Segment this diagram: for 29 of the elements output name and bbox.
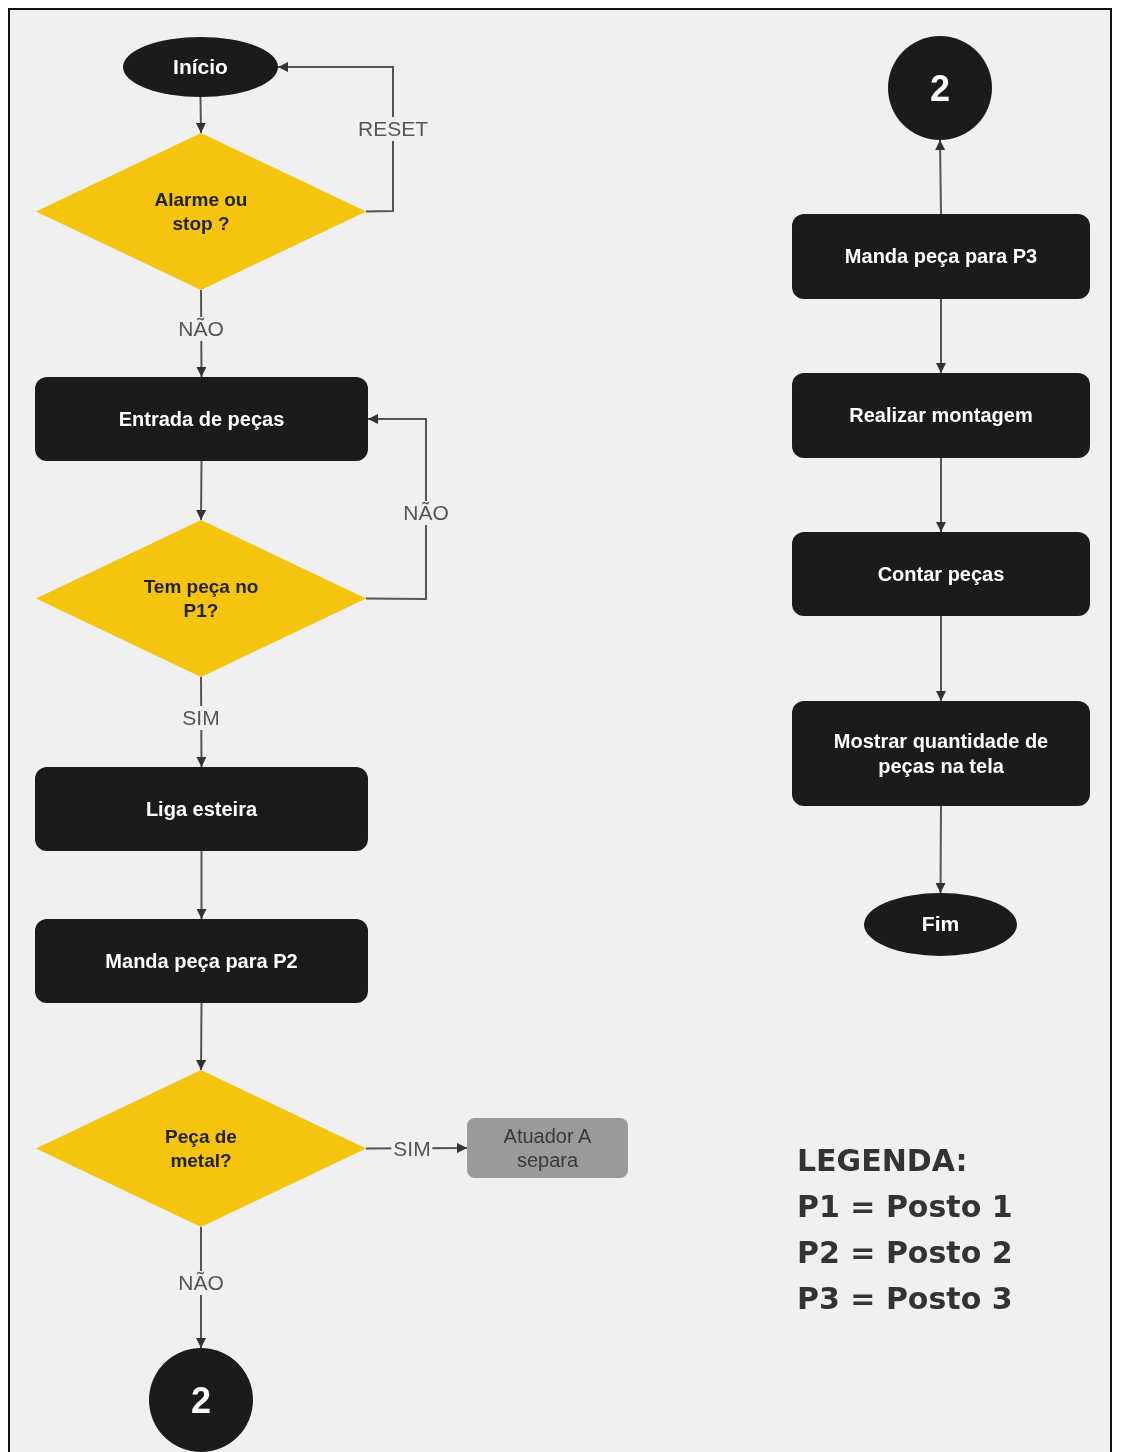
process-box: Manda peça para P2 [35,919,368,1003]
arrow [936,457,946,533]
arrow [277,62,394,213]
process-box: Entrada de peças [35,377,368,461]
legend-heading: LEGENDA: [797,1143,968,1178]
process-box: Liga esteira [35,767,368,851]
edge-label: NÃO [176,1271,226,1295]
process-box: Contar peças [792,532,1090,616]
arrow [196,850,207,920]
arrow [936,615,946,702]
arrow [935,805,946,894]
arrow [196,1002,207,1071]
decision-diamond: Peça de metal? [36,1070,366,1227]
process-box: Manda peça para P3 [792,214,1090,299]
process-box: Realizar montagem [792,373,1090,458]
arrow [196,460,207,521]
arrow [935,139,946,215]
arrow [936,298,946,374]
decision-diamond: Tem peça no P1? [36,520,366,677]
edge-label: NÃO [176,317,226,341]
legend-text: P1 = Posto 1 [797,1189,1013,1224]
action-box: Atuador A separa [467,1118,628,1178]
edge-label: RESET [356,117,430,141]
edge-label: NÃO [401,501,451,525]
legend-text: P3 = Posto 3 [797,1281,1013,1316]
process-box: Mostrar quantidade de peças na tela [792,701,1090,806]
arrow [365,414,427,600]
arrow [195,96,206,134]
legend-text: P2 = Posto 2 [797,1235,1013,1270]
